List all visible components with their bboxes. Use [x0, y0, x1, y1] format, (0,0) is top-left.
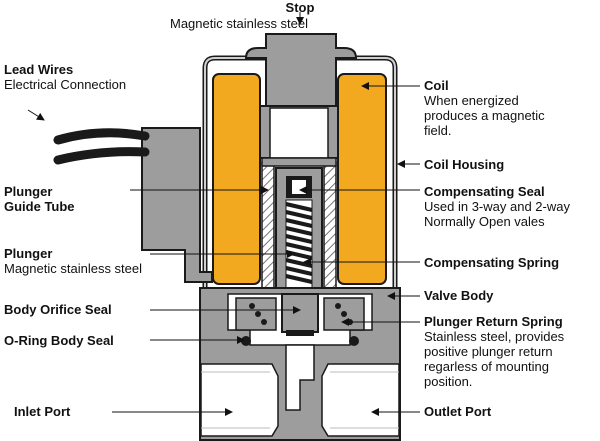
label-o-ring-body-seal: O-Ring Body Seal [4, 333, 114, 348]
plunger-return-spring-desc-3: regarless of mounting [424, 359, 550, 374]
plunger-guide-tube-right [323, 161, 337, 291]
lead-wires-desc: Electrical Connection [4, 77, 127, 92]
label-coil-housing: Coil Housing [424, 157, 504, 172]
plunger-title: Plunger [4, 246, 53, 261]
coil-housing-title: Coil Housing [424, 157, 505, 172]
plunger-desc: Magnetic stainless steel [4, 261, 143, 276]
outlet-port [321, 363, 400, 437]
coil-desc-1: When energized [424, 93, 519, 108]
outlet-port-title: Outlet Port [424, 404, 492, 419]
plunger-return-spring-desc-4: position. [424, 374, 473, 389]
coil-left [212, 73, 261, 285]
stop-desc: Magnetic stainless steel [170, 16, 309, 31]
body-orifice-seal [281, 293, 319, 333]
stop-title: Stop [285, 0, 315, 15]
coil-right [337, 73, 387, 285]
plunger-return-spring-desc-2: positive plunger return [424, 344, 553, 359]
label-lead-wires: Lead Wires Electrical Connection [4, 62, 126, 92]
leader-lead-wires [27, 109, 45, 121]
label-coil: Coil When energized produces a magnetic … [424, 78, 545, 138]
compensating-spring [285, 199, 313, 291]
valve-body-title: Valve Body [424, 288, 494, 303]
label-inlet-port: Inlet Port [14, 404, 70, 419]
label-plunger-return-spring: Plunger Return Spring Stainless steel, p… [424, 314, 564, 389]
compensating-spring-title: Compensating Spring [424, 255, 560, 270]
inlet-port-title: Inlet Port [14, 404, 71, 419]
body-orifice-seal-title: Body Orifice Seal [4, 302, 112, 317]
label-stop-desc: Magnetic stainless steel [170, 16, 308, 31]
coil-desc-3: field. [424, 123, 452, 138]
lead-wires-title: Lead Wires [4, 62, 74, 77]
coil-title: Coil [424, 78, 449, 93]
label-plunger: Plunger Magnetic stainless steel [4, 246, 142, 276]
label-plunger-guide-tube: Plunger Guide Tube [4, 184, 75, 214]
o-ring-body-seal-title: O-Ring Body Seal [4, 333, 114, 348]
o-ring-body-seal-left [241, 336, 251, 346]
plunger-return-spring-desc-1: Stainless steel, provides [424, 329, 565, 344]
plunger-return-spring-title: Plunger Return Spring [424, 314, 563, 329]
compensating-seal-desc-2: Normally Open vales [424, 214, 545, 229]
label-compensating-seal: Compensating Seal Used in 3-way and 2-wa… [424, 184, 570, 229]
inlet-port [200, 363, 279, 437]
connector-box [141, 127, 213, 283]
lead-wire-2 [53, 147, 150, 165]
plunger-guide-tube-left [261, 161, 275, 291]
compensating-seal-desc-1: Used in 3-way and 2-way [424, 199, 570, 214]
label-outlet-port: Outlet Port [424, 404, 491, 419]
coil-desc-2: produces a magnetic [424, 108, 545, 123]
label-compensating-spring: Compensating Spring [424, 255, 559, 270]
o-ring-body-seal-right [349, 336, 359, 346]
label-stop: Stop [226, 0, 374, 15]
compensating-seal-title: Compensating Seal [424, 184, 545, 199]
plunger-guide-tube-title-2: Guide Tube [4, 199, 75, 214]
label-valve-body: Valve Body [424, 288, 493, 303]
label-body-orifice-seal: Body Orifice Seal [4, 302, 112, 317]
plunger-guide-tube-title-1: Plunger [4, 184, 53, 199]
lead-wire-1 [53, 128, 150, 145]
